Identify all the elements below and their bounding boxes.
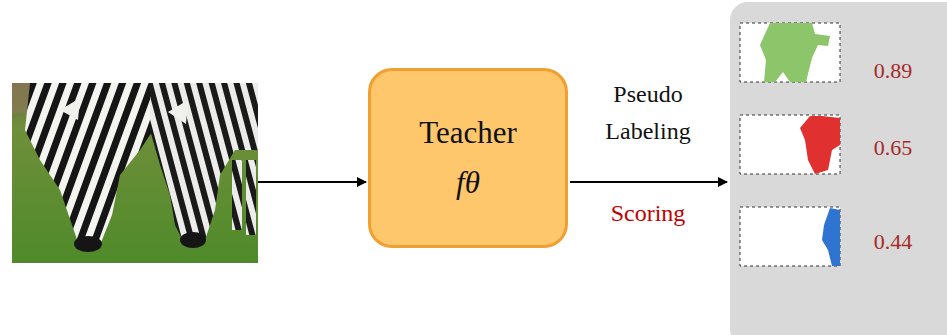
arrow-label: Pseudo Labeling bbox=[583, 76, 713, 150]
arrow bbox=[570, 181, 727, 183]
score-value: 0.44 bbox=[853, 225, 933, 259]
arrow bbox=[258, 181, 366, 183]
arrow-label: Scoring bbox=[583, 195, 713, 232]
mask-boxes bbox=[740, 23, 840, 266]
process-box: Teacher fθ bbox=[368, 68, 568, 248]
box-title: Teacher bbox=[419, 115, 517, 151]
score-value: 0.89 bbox=[853, 54, 933, 88]
output-panel bbox=[730, 2, 947, 335]
score-value: 0.65 bbox=[853, 131, 933, 165]
box-symbol: fθ bbox=[456, 165, 480, 201]
zebra-photo bbox=[12, 83, 258, 263]
